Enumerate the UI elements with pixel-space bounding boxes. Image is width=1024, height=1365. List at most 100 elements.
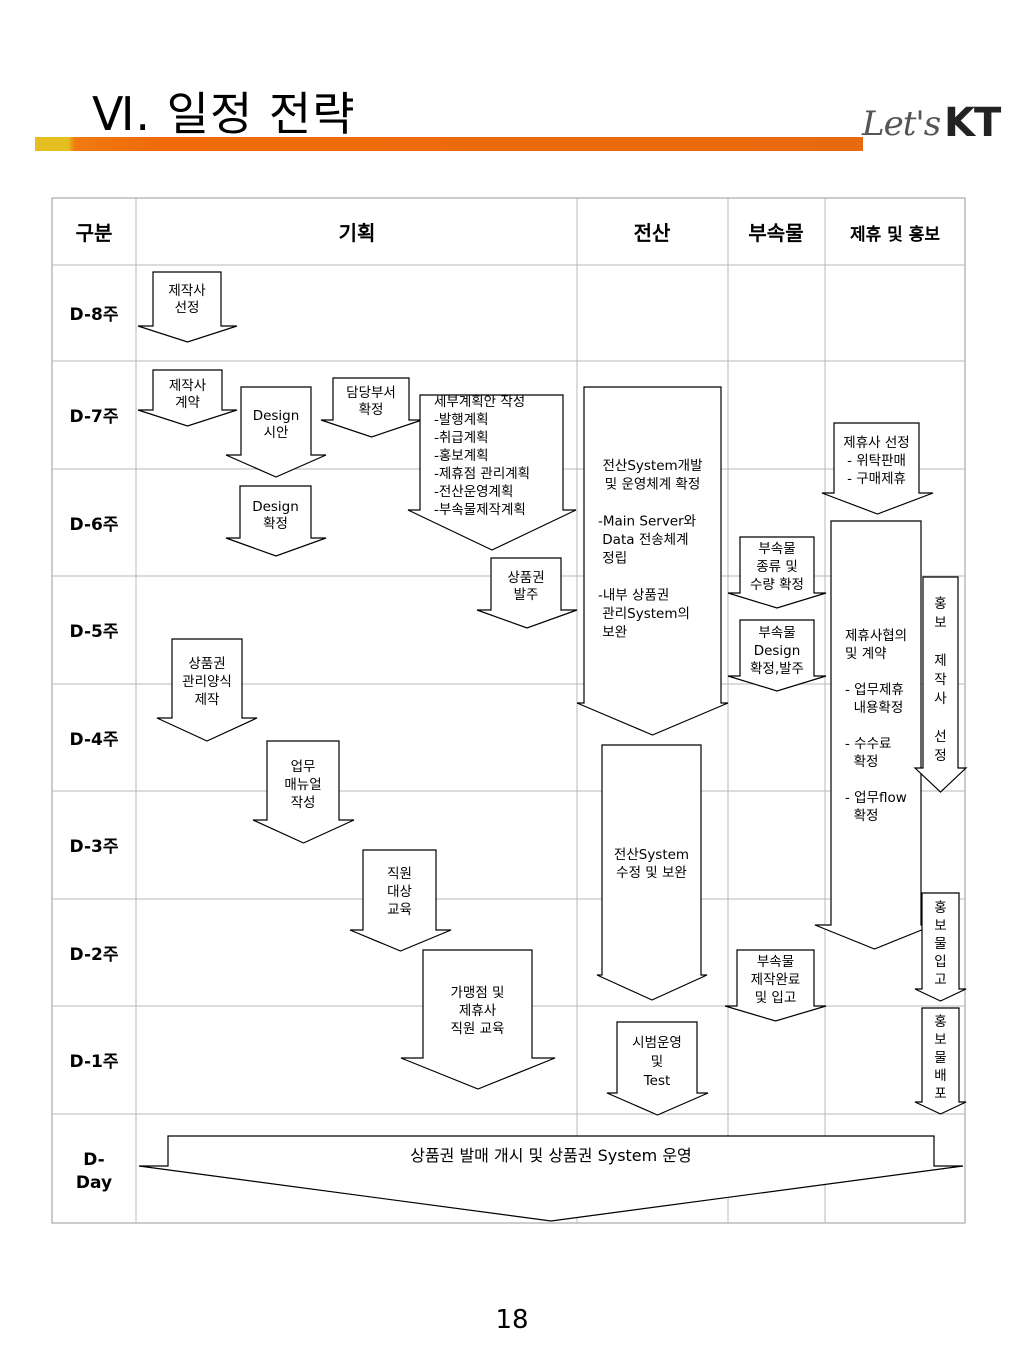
arrow-label-line: 홍 <box>934 1014 946 1030</box>
arrow-label-line: 교육 <box>387 902 412 918</box>
arrow-label-line: 제휴사협의 <box>845 628 907 644</box>
page-title: Ⅵ. 일정 전략 <box>92 87 356 141</box>
week-label: D-1주 <box>70 1052 119 1072</box>
arrow-label-line: 확정 <box>263 516 288 532</box>
arrow-shape <box>476 557 578 629</box>
arrow-label-line: 사 <box>934 691 947 707</box>
title-underline-bar <box>35 137 863 151</box>
arrow-label-line: 확정 <box>845 754 878 770</box>
column-headers: 구분 기획 전산 부속물 제휴 및 홍보 <box>76 221 941 245</box>
arrow-label-line: Design <box>252 499 299 515</box>
arrow-shape <box>727 536 827 609</box>
task-arrow-partner-select: 제휴사 선정- 위탁판매- 구매제휴 <box>821 422 934 515</box>
arrow-label-line: 업무 <box>291 759 316 775</box>
arrow-label-line: 보 <box>934 1032 946 1048</box>
arrow-label-line: 내용확정 <box>845 700 903 716</box>
arrow-label-line: 홍 <box>934 900 946 916</box>
arrow-label-line: 관리System의 <box>598 606 690 622</box>
arrow-label-line: -부속물제작계획 <box>434 502 526 518</box>
col-header-accessory: 부속물 <box>748 221 803 245</box>
col-header-planning: 기획 <box>339 221 376 245</box>
arrow-label-line: 작성 <box>291 795 316 811</box>
arrow-label-line: 전산System <box>614 847 689 863</box>
arrow-label-line: -Main Server와 <box>598 514 696 530</box>
launch-label: 상품권 발매 개시 및 상품권 System 운영 <box>410 1146 692 1165</box>
arrow-label-line: 제작사 <box>168 283 206 299</box>
arrow-label-line: -전산운영계획 <box>434 484 513 500</box>
arrow-label-line: 확정,발주 <box>750 661 804 677</box>
arrow-shape <box>137 369 238 427</box>
arrow-label-line: 배 <box>934 1068 946 1084</box>
arrow-label-line: 제 <box>934 653 946 669</box>
arrow-label-line: - 구매제휴 <box>847 471 906 487</box>
arrow-label-line: 선 <box>934 729 946 745</box>
week-label: D-5주 <box>70 622 119 642</box>
arrow-label-line: 선정 <box>175 300 200 316</box>
arrow-shape <box>914 892 967 1002</box>
arrow-label-line: 확정 <box>845 808 878 824</box>
arrow-label-line: 직원 <box>387 866 412 882</box>
arrow-shape <box>320 377 423 438</box>
arrow-label-line: - 위탁판매 <box>847 453 906 469</box>
week-labels: D-8주 D-7주 D-6주 D-5주 D-4주 D-3주 D-2주 D-1주 … <box>70 305 119 1193</box>
kt-logo: Let's KT <box>862 100 1012 150</box>
arrow-label-line: 관리양식 <box>182 674 232 690</box>
arrow-label-line: Test <box>643 1073 671 1089</box>
arrow-label-line: 입 <box>934 954 946 970</box>
arrow-label-line: Design <box>253 408 300 424</box>
week-label: D-4주 <box>70 730 119 750</box>
title-underline-accent <box>35 137 69 151</box>
arrow-label-line: 보완 <box>598 625 627 641</box>
arrow-shape <box>400 949 556 1090</box>
arrow-label-line: 매뉴얼 <box>284 777 321 793</box>
dday-label-line1: D- <box>83 1150 104 1170</box>
arrow-label-line: -홍보계획 <box>434 448 489 464</box>
arrow-label-line: - 업무flow <box>845 790 907 806</box>
arrow-label-line: 물 <box>934 1050 946 1066</box>
logo-kt-text: KT <box>944 100 1001 146</box>
arrow-shape <box>596 744 708 1001</box>
arrow-label-line: 제작사 <box>169 378 207 394</box>
arrow-shape <box>914 1007 967 1115</box>
arrow-label-line: 제작 <box>195 692 220 708</box>
arrow-label-line: 계약 <box>175 395 200 411</box>
arrow-label-line: 정립 <box>598 551 627 567</box>
week-label: D-2주 <box>70 945 119 965</box>
arrow-label-line: 대상 <box>387 884 412 900</box>
arrow-label-line: -내부 상품권 <box>598 588 669 604</box>
arrow-label-line: 및 계약 <box>845 646 887 662</box>
arrow-shape <box>137 271 238 343</box>
arrow-label-line: 제휴사 <box>459 1003 497 1019</box>
arrow-label-line: 세부계획안 작성 <box>434 394 525 410</box>
arrow-shape <box>225 386 327 478</box>
arrow-label-line: 확정 <box>359 402 384 418</box>
arrow-label-line: 및 <box>651 1054 663 1070</box>
arrow-label-line: 물 <box>934 936 946 952</box>
col-header-category: 구분 <box>76 221 113 245</box>
arrow-label-line: 시범운영 <box>632 1035 682 1051</box>
arrow-label-line: 수량 확정 <box>750 577 804 593</box>
arrow-label-line: 포 <box>934 1086 946 1102</box>
arrow-shape <box>252 740 355 844</box>
arrow-label-line: - 업무제휴 <box>845 682 904 698</box>
arrow-label-line: -제휴점 관리계획 <box>434 466 530 482</box>
arrow-label-line: 제작완료 <box>751 972 801 988</box>
task-arrow-launch: 상품권 발매 개시 및 상품권 System 운영 <box>138 1135 964 1222</box>
arrow-label-line: 발주 <box>514 587 539 603</box>
arrow-label-line: 담당부서 <box>346 385 396 401</box>
